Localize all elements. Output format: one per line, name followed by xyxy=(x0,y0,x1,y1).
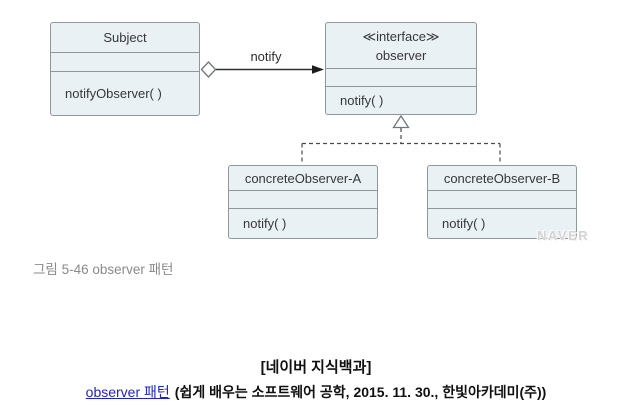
class-attributes-empty xyxy=(229,190,377,208)
realization-dashed-line xyxy=(301,128,501,164)
class-title: ≪interface≫ observer xyxy=(326,23,476,68)
figure-caption: 그림 5-46 observer 패턴 xyxy=(33,262,174,277)
class-attributes-empty xyxy=(428,190,576,208)
stereotype-label: ≪interface≫ xyxy=(362,28,440,44)
class-box-subject: Subject notifyObserver( ) xyxy=(50,22,200,116)
article-link[interactable]: observer 패턴 xyxy=(85,384,170,400)
class-name: Subject xyxy=(103,30,147,45)
class-attributes-empty xyxy=(326,68,476,86)
class-method: notify( ) xyxy=(326,86,476,114)
class-name: observer xyxy=(375,47,427,63)
class-box-concrete-observer-b: concreteObserver-B notify( ) xyxy=(427,165,577,239)
class-box-observer: ≪interface≫ observer notify( ) xyxy=(325,22,477,115)
naver-watermark: NAVER xyxy=(537,228,590,243)
class-method: notifyObserver( ) xyxy=(51,71,199,115)
source-title: [네이버 지식백과] xyxy=(260,359,372,376)
class-method: notify( ) xyxy=(428,208,576,238)
class-attributes-empty xyxy=(51,52,199,71)
class-method: notify( ) xyxy=(229,208,377,238)
class-name: concreteObserver-B xyxy=(443,170,561,186)
association-label: notify xyxy=(250,49,282,64)
class-name: concreteObserver-A xyxy=(244,170,362,186)
arrowhead-icon xyxy=(312,65,324,74)
citation-text: (쉽게 배우는 소프트웨어 공학, 2015. 11. 30., 한빛아카데미(… xyxy=(174,384,547,400)
aggregation-diamond-icon xyxy=(200,61,217,78)
class-box-concrete-observer-a: concreteObserver-A notify( ) xyxy=(228,165,378,239)
realization-triangle-icon xyxy=(392,114,410,129)
citation-line: observer 패턴(쉽게 배우는 소프트웨어 공학, 2015. 11. 3… xyxy=(0,382,632,402)
